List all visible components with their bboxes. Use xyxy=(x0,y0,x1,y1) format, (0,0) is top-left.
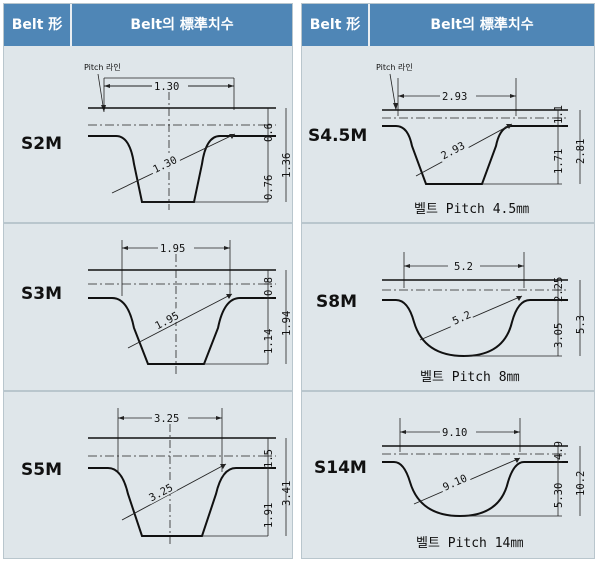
pitch-caption: 벨트 Pitch 4.5㎜ xyxy=(414,202,530,217)
pitch-line-label: Pitch 라인 xyxy=(84,62,121,72)
pitch-caption: 벨트 Pitch 8㎜ xyxy=(420,370,520,385)
tooth-dimension: 5.30 xyxy=(553,483,565,508)
pitch-dimension: 9.10 xyxy=(442,427,467,439)
table-header: Belt 形 Belt의 標準치수 xyxy=(4,4,292,46)
total-dimension: 1.36 xyxy=(281,153,292,178)
belt-profile-diagram: 1.95 1.95 0.8 1.94 1.14 xyxy=(88,240,292,376)
dimensions-header: Belt의 標準치수 xyxy=(130,17,234,33)
pitch-dimension: 1.30 xyxy=(154,81,179,93)
diagonal-dimension: 2.93 xyxy=(439,140,467,162)
total-dimension: 2.81 xyxy=(575,139,587,164)
belt-profile-diagram: 3.25 3.25 1.5 3.41 1.91 xyxy=(88,408,292,544)
diagonal-dimension: 1.30 xyxy=(151,154,179,176)
total-dimension: 10.2 xyxy=(575,471,587,496)
diagonal-dimension: 1.95 xyxy=(153,310,181,332)
belt-label: S2M xyxy=(21,134,62,154)
left-table: Belt 形 Belt의 標準치수 S2M Pitch 라인 1.30 1.30 xyxy=(3,3,293,559)
pitch-dimension: 2.93 xyxy=(442,91,467,103)
pitch-dimension: 1.95 xyxy=(160,243,185,255)
table-row: S3M 1.95 1.95 0.8 1.94 1.14 xyxy=(4,224,292,390)
belt-type-header: Belt 形 xyxy=(309,17,361,33)
belt-label: S14M xyxy=(314,458,367,478)
pitch-dimension: 5.2 xyxy=(454,261,473,273)
dimensions-header: Belt의 標準치수 xyxy=(430,17,534,33)
table-header: Belt 形 Belt의 標準치수 xyxy=(302,4,594,46)
top-dimension: 0.6 xyxy=(263,123,275,142)
tooth-dimension: 1.91 xyxy=(263,503,275,528)
table-row: S2M Pitch 라인 1.30 1.30 0.6 xyxy=(4,46,292,222)
total-dimension: 1.94 xyxy=(281,311,292,336)
belt-label: S3M xyxy=(21,284,62,304)
diagonal-dimension: 3.25 xyxy=(147,482,175,504)
header-divider xyxy=(70,4,72,46)
table-row: S5M 3.25 3.25 1.5 3.41 1.91 xyxy=(4,392,292,558)
tooth-dimension: 1.71 xyxy=(553,149,565,174)
tooth-dimension: 1.14 xyxy=(263,329,275,354)
tooth-dimension: 0.76 xyxy=(263,175,275,200)
row-divider xyxy=(302,222,594,224)
belt-profile-diagram: Pitch 라인 2.93 2.93 1.1 2.81 1.71 xyxy=(376,62,587,185)
pitch-line-label: Pitch 라인 xyxy=(376,62,413,72)
right-table: Belt 形 Belt의 標準치수 S4.5M Pitch 라인 2.93 2.… xyxy=(301,3,595,559)
belt-profile-diagram: 9.10 9.10 4.9 10.2 5.30 xyxy=(382,418,587,518)
top-dimension: 4.9 xyxy=(553,441,565,460)
top-dimension: 1.1 xyxy=(553,105,565,124)
table-row: S14M 9.10 9.10 4.9 10.2 5.30 벨트 Pitch 14… xyxy=(302,392,594,558)
row-divider xyxy=(4,222,292,224)
row-divider xyxy=(4,390,292,392)
total-dimension: 3.41 xyxy=(281,481,292,506)
header-divider xyxy=(368,4,370,46)
diagonal-dimension: 9.10 xyxy=(441,472,469,493)
row-divider xyxy=(302,390,594,392)
belt-label: S8M xyxy=(316,292,357,312)
belt-profile-diagram: 5.2 5.2 2.25 5.3 3.05 xyxy=(382,252,587,358)
pitch-dimension: 3.25 xyxy=(154,413,179,425)
top-dimension: 1.5 xyxy=(263,449,275,468)
table-row: S8M 5.2 5.2 2.25 5.3 3.05 벨트 Pitch 8㎜ xyxy=(302,224,594,390)
table-row: S4.5M Pitch 라인 2.93 2.93 1.1 2.81 xyxy=(302,46,594,222)
total-dimension: 5.3 xyxy=(575,315,587,334)
top-dimension: 2.25 xyxy=(553,277,565,302)
tooth-dimension: 3.05 xyxy=(553,323,565,348)
belt-type-header: Belt 形 xyxy=(11,17,63,33)
belt-profile-diagram: Pitch 라인 1.30 1.30 0.6 1.36 0. xyxy=(84,62,292,210)
belt-label: S4.5M xyxy=(308,126,368,146)
top-dimension: 0.8 xyxy=(263,277,275,296)
pitch-caption: 벨트 Pitch 14㎜ xyxy=(416,536,524,551)
belt-label: S5M xyxy=(21,460,62,480)
